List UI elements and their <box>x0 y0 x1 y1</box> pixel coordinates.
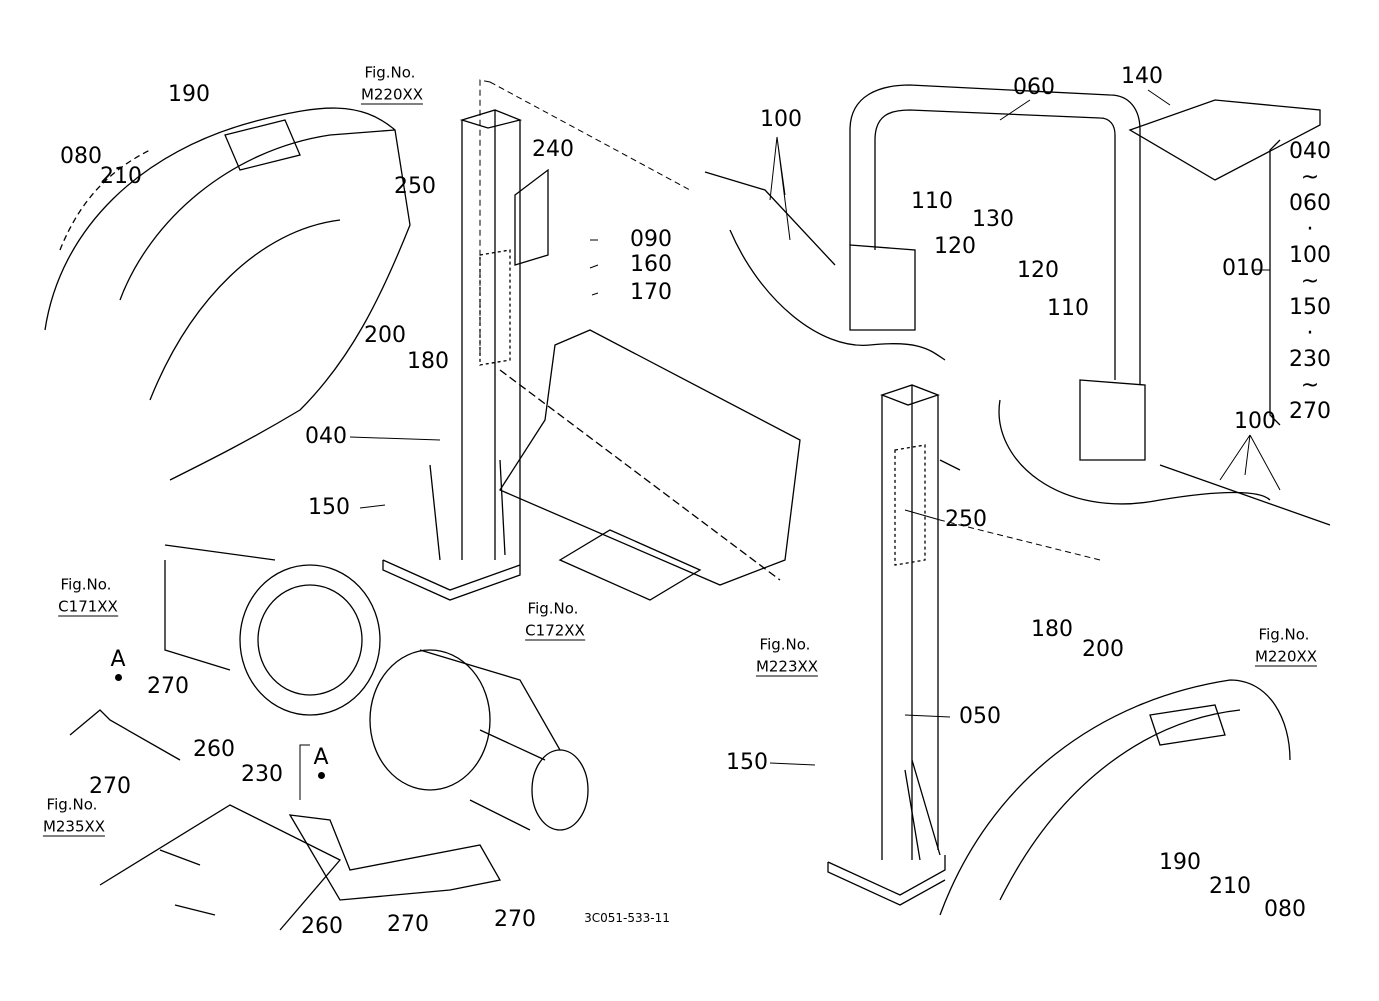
fig-no-label: Fig.No. <box>46 795 98 814</box>
callout-120: 120 <box>934 234 976 259</box>
callout-150: 150 <box>308 495 350 520</box>
callout-120: 120 <box>1017 258 1059 283</box>
fig-ref-c171xx[interactable]: C171XX <box>58 597 118 617</box>
callout-200: 200 <box>364 323 406 348</box>
callout-200: 200 <box>1082 637 1124 662</box>
assembly-list-item: ~ <box>1300 373 1320 398</box>
fig-no-label: Fig.No. <box>527 599 579 618</box>
reference-dot <box>318 772 325 779</box>
fig-no-label: Fig.No. <box>60 575 112 594</box>
assembly-list-item: · <box>1306 217 1314 242</box>
assembly-list-item: ~ <box>1300 269 1320 294</box>
transmission-c171 <box>164 544 381 716</box>
reference-dot <box>115 674 122 681</box>
callout-080: 080 <box>60 144 102 169</box>
leader-lines <box>299 79 1281 800</box>
drawing-code: 3C051-533-11 <box>584 911 670 925</box>
callout-270: 270 <box>147 674 189 699</box>
left-fender <box>44 107 411 481</box>
left-post-040 <box>382 109 523 601</box>
callout-090: 090 <box>630 227 672 252</box>
fig-ref-m220xx[interactable]: M220XX <box>360 85 424 105</box>
callout-130: 130 <box>972 207 1014 232</box>
callout-170: 170 <box>630 280 672 305</box>
fig-no-label: Fig.No. <box>759 635 811 654</box>
fig-no-label: Fig.No. <box>364 63 416 82</box>
rops-arch-060 <box>849 84 1146 461</box>
callout-040: 040 <box>305 424 347 449</box>
fig-ref-c172xx[interactable]: C172XX <box>525 621 585 641</box>
callout-a: A <box>110 647 126 672</box>
callout-190: 190 <box>168 82 210 107</box>
assembly-list-item: 230 <box>1289 347 1331 372</box>
assembly-list-item: 100 <box>1289 243 1331 268</box>
assembly-list-item: · <box>1306 321 1314 346</box>
callout-050: 050 <box>959 704 1001 729</box>
callout-160: 160 <box>630 252 672 277</box>
assembly-list-item: 150 <box>1289 295 1331 320</box>
fig-ref-m235xx[interactable]: M235XX <box>42 817 106 837</box>
lower-left-frame <box>99 804 342 931</box>
assembly-list-item: 060 <box>1289 191 1331 216</box>
callout-180: 180 <box>1031 617 1073 642</box>
callout-270: 270 <box>494 907 536 932</box>
key-part <box>69 709 181 761</box>
manual-140 <box>1128 99 1321 181</box>
callout-110: 110 <box>911 189 953 214</box>
callout-110: 110 <box>1047 296 1089 321</box>
callout-210: 210 <box>1209 874 1251 899</box>
assembly-list-item: ~ <box>1300 165 1320 190</box>
callout-100: 100 <box>1234 409 1276 434</box>
assembly-bracket <box>1269 139 1281 426</box>
callout-250: 250 <box>394 174 436 199</box>
assembly-list-item: 040 <box>1289 139 1331 164</box>
callout-010: 010 <box>1222 256 1264 281</box>
callout-260: 260 <box>301 914 343 939</box>
callout-260: 260 <box>193 737 235 762</box>
callout-210: 210 <box>100 164 142 189</box>
callout-240: 240 <box>532 137 574 162</box>
callout-150: 150 <box>726 750 768 775</box>
callout-140: 140 <box>1121 64 1163 89</box>
fig-no-label: Fig.No. <box>1258 625 1310 644</box>
plate-240 <box>514 168 549 266</box>
callout-180: 180 <box>407 349 449 374</box>
callout-a: A <box>313 745 329 770</box>
pins-and-cables <box>704 171 1331 526</box>
harness-230 <box>288 814 502 901</box>
callout-060: 060 <box>1013 75 1055 100</box>
right-post-050 <box>827 384 946 906</box>
fig-ref-m223xx[interactable]: M223XX <box>755 657 819 677</box>
callout-190: 190 <box>1159 850 1201 875</box>
callout-250: 250 <box>945 507 987 532</box>
fig-ref-m220xx[interactable]: M220XX <box>1254 647 1318 667</box>
floor-plate <box>499 329 801 601</box>
callout-100: 100 <box>760 107 802 132</box>
callout-270: 270 <box>89 774 131 799</box>
assembly-list-item: 270 <box>1289 399 1331 424</box>
callout-270: 270 <box>387 912 429 937</box>
right-fender <box>939 679 1291 916</box>
callout-080: 080 <box>1264 897 1306 922</box>
transmission-c172 <box>369 649 589 831</box>
callout-230: 230 <box>241 762 283 787</box>
